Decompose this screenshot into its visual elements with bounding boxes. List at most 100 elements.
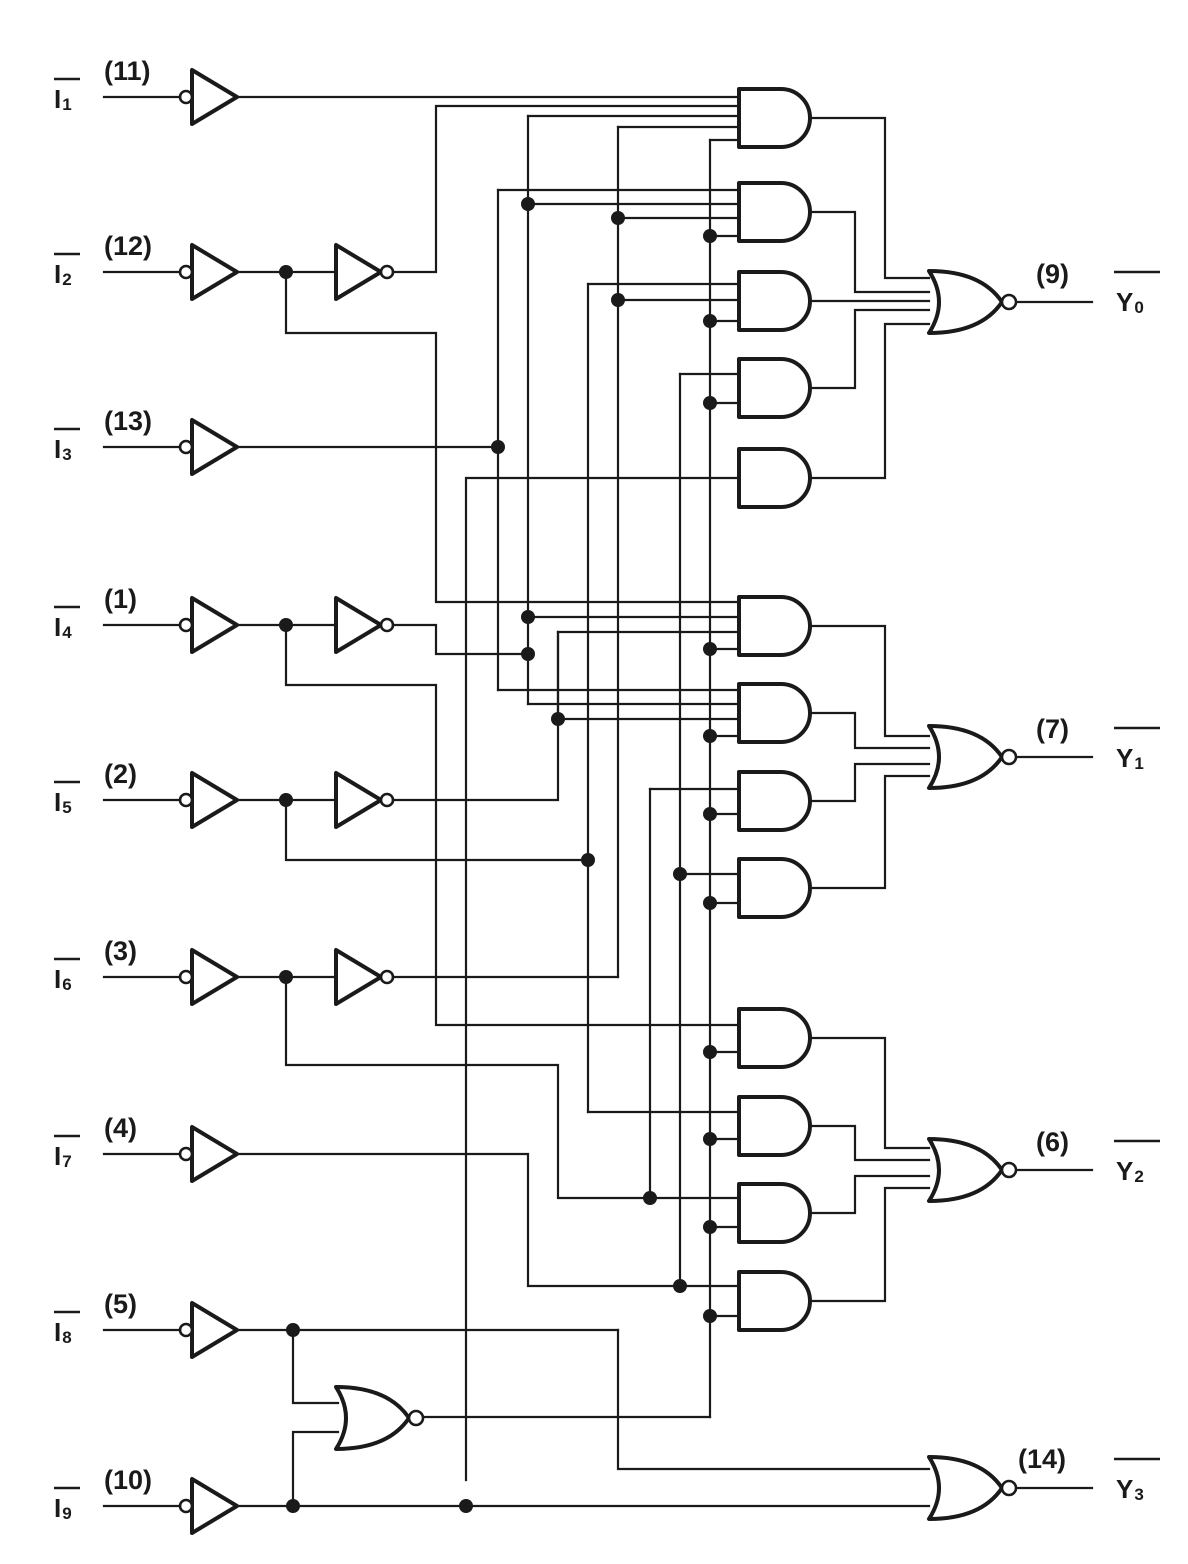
junction-dot (703, 229, 717, 243)
junction-dot (703, 1045, 717, 1059)
nor-gate-y1 (927, 724, 1018, 790)
input-label-i9: (10) I9 (54, 1465, 152, 1523)
and-gate (737, 857, 812, 919)
junction-dot (491, 440, 505, 454)
svg-text:I4: I4 (54, 612, 72, 642)
input-label-i3: (13) I3 (54, 406, 152, 464)
junction-dot (286, 1323, 300, 1337)
junction-dot (703, 729, 717, 743)
pin-number: (14) (1018, 1444, 1066, 1474)
input-label-i8: (5) I8 (54, 1289, 137, 1347)
junction-dot (279, 793, 293, 807)
buffer-i6 (178, 948, 239, 1006)
pin-number: (9) (1036, 259, 1069, 289)
svg-text:I8: I8 (54, 1317, 72, 1347)
buffer-i9 (178, 1477, 239, 1535)
svg-text:Y3: Y3 (1116, 1474, 1144, 1504)
svg-text:I5: I5 (54, 787, 72, 817)
output-label-y2: (6) Y2 (1036, 1127, 1160, 1186)
buffer-i2 (178, 243, 239, 301)
pin-number: (2) (104, 759, 137, 789)
input-label-i6: (3) I6 (54, 936, 137, 994)
junction-dot (703, 1132, 717, 1146)
svg-text:Y0: Y0 (1116, 287, 1144, 317)
junction-dot (581, 853, 595, 867)
svg-text:I1: I1 (54, 84, 72, 114)
and-gate (737, 770, 812, 832)
junction-dot (551, 712, 565, 726)
output-labels: (9) Y0 (7) Y1 (6) Y2 (14) Y3 (1018, 259, 1160, 1504)
svg-text:I3: I3 (54, 434, 72, 464)
junction-dot (673, 867, 687, 881)
junction-dot (279, 618, 293, 632)
junction-dot (703, 314, 717, 328)
junction-dots (279, 197, 717, 1513)
nor-gate-i8-i9 (334, 1385, 425, 1451)
junction-dot (611, 293, 625, 307)
svg-text:I6: I6 (54, 964, 72, 994)
junction-dot (673, 1279, 687, 1293)
junction-dot (521, 197, 535, 211)
pin-number: (13) (104, 406, 152, 436)
input-label-i7: (4) I7 (54, 1113, 137, 1171)
junction-dot (611, 211, 625, 225)
inverter-i4 (334, 596, 395, 654)
junction-dot (703, 642, 717, 656)
and-gate (737, 1182, 812, 1244)
and-gate (737, 447, 812, 509)
junction-dot (459, 1499, 473, 1513)
and-gate (737, 87, 812, 149)
and-gate (737, 181, 812, 243)
inverters (334, 243, 395, 1006)
input-label-i4: (1) I4 (54, 584, 137, 642)
buffer-i4 (178, 596, 239, 654)
svg-text:I9: I9 (54, 1493, 72, 1523)
and-gates (737, 87, 812, 1332)
inverter-i6 (334, 948, 395, 1006)
junction-dot (703, 1220, 717, 1234)
input-label-i5: (2) I5 (54, 759, 137, 817)
pin-number: (3) (104, 936, 137, 966)
and-gate (737, 357, 812, 419)
wires (102, 95, 1094, 1508)
and-gate (737, 270, 812, 332)
svg-text:Y1: Y1 (1116, 743, 1144, 773)
nor-gates (334, 269, 1018, 1521)
pin-number: (10) (104, 1465, 152, 1495)
and-gate (737, 1007, 812, 1069)
junction-dot (643, 1191, 657, 1205)
svg-text:I2: I2 (54, 259, 72, 289)
junction-dot (703, 896, 717, 910)
junction-dot (286, 1499, 300, 1513)
and-gate (737, 1095, 812, 1157)
buffer-i8 (178, 1301, 239, 1359)
pin-number: (5) (104, 1289, 137, 1319)
inverter-i5 (334, 771, 395, 829)
buffer-i1 (178, 68, 239, 126)
and-gate (737, 595, 812, 657)
svg-text:Y2: Y2 (1116, 1156, 1144, 1186)
nor-gate-y0 (927, 269, 1018, 335)
junction-dot (703, 807, 717, 821)
inverter-i2 (334, 243, 395, 301)
junction-dot (521, 647, 535, 661)
pin-number: (12) (104, 231, 152, 261)
buffer-i3 (178, 418, 239, 476)
pin-number: (1) (104, 584, 137, 614)
junction-dot (279, 970, 293, 984)
and-gate (737, 682, 812, 744)
nor-gate-y3 (927, 1455, 1018, 1521)
junction-dot (279, 265, 293, 279)
input-labels: (11) I1 (12) I2 (13) I3 (1) I4 (2) I5 (3… (54, 56, 152, 1523)
svg-text:I7: I7 (54, 1141, 72, 1171)
pin-number: (4) (104, 1113, 137, 1143)
buffer-i5 (178, 771, 239, 829)
buffer-i7 (178, 1125, 239, 1183)
pin-number: (11) (104, 56, 151, 86)
pin-number: (6) (1036, 1127, 1069, 1157)
output-label-y0: (9) Y0 (1036, 259, 1160, 317)
pin-number: (7) (1036, 714, 1069, 744)
junction-dot (703, 396, 717, 410)
output-label-y1: (7) Y1 (1036, 714, 1160, 773)
